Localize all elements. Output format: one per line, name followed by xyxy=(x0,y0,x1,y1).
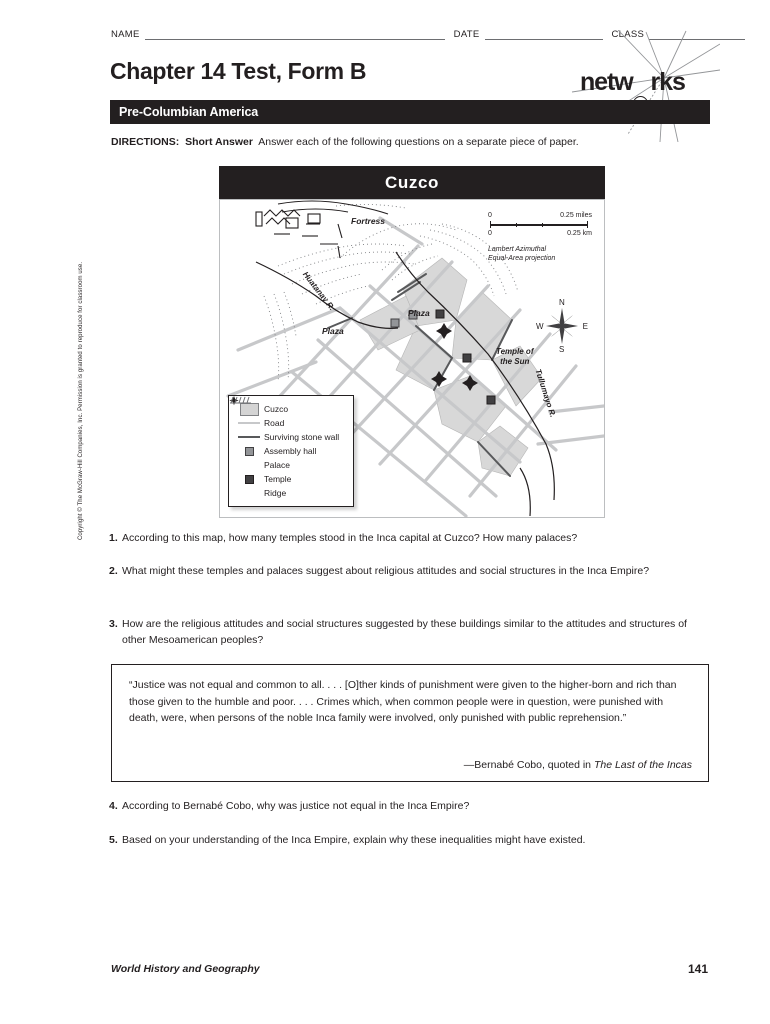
map-scale-bar: 0 0.25 miles 0 0.25 km xyxy=(488,212,592,237)
quote-attribution: —Bernabé Cobo, quoted in The Last of the… xyxy=(464,759,692,771)
class-label: CLASS xyxy=(611,29,645,40)
compass-rose-icon: N S W E xyxy=(536,298,588,354)
name-label: NAME xyxy=(111,29,140,40)
map-title-bar: Cuzco xyxy=(219,166,605,199)
legend-label: Road xyxy=(264,418,285,428)
scale-ruler xyxy=(488,220,592,229)
subtitle-text: Pre-Columbian America xyxy=(119,105,259,119)
scale-km-max: 0.25 km xyxy=(567,230,592,237)
quote-text: “Justice was not equal and common to all… xyxy=(129,679,677,724)
student-info-row: NAME DATE CLASS xyxy=(111,24,746,40)
temple-markers xyxy=(435,309,496,405)
name-input-line[interactable] xyxy=(144,28,445,40)
compass-west-label: W xyxy=(536,322,544,331)
compass-south-label: S xyxy=(559,345,565,354)
footer-page-number: 141 xyxy=(687,962,708,976)
directions-line: DIRECTIONS: Short Answer Answer each of … xyxy=(111,136,711,148)
legend-item-ridge: Ridge xyxy=(230,396,347,500)
question-number: 1. xyxy=(109,532,118,544)
class-input-line[interactable] xyxy=(649,28,746,40)
question-2: 2. What might these temples and palaces … xyxy=(109,564,702,580)
question-3: 3. How are the religious attitudes and s… xyxy=(109,617,702,648)
directions-type: Short Answer xyxy=(185,136,253,148)
assembly-hall-markers xyxy=(390,310,418,328)
legend-label: Temple xyxy=(264,474,292,484)
legend-item-cuzco: Cuzco xyxy=(234,402,347,416)
question-text: How are the religious attitudes and soci… xyxy=(122,618,687,646)
scale-miles-zero: 0 xyxy=(488,212,492,219)
question-number: 4. xyxy=(109,800,118,812)
question-number: 2. xyxy=(109,565,118,577)
map-artwork xyxy=(226,200,604,517)
legend-label: Palace xyxy=(264,460,290,470)
question-text: Based on your understanding of the Inca … xyxy=(122,834,586,846)
map-title-text: Cuzco xyxy=(385,172,439,192)
legend-item-assembly-hall: Assembly hall xyxy=(234,444,347,458)
date-label: DATE xyxy=(453,29,480,40)
legend-item-palace: Palace xyxy=(229,396,347,472)
palace-markers xyxy=(431,323,478,391)
directions-label: DIRECTIONS: xyxy=(111,136,180,148)
assembly-hall-marker-icon xyxy=(234,446,264,456)
logo-text-before: netw xyxy=(580,68,634,96)
quote-attribution-prefix: —Bernabé Cobo, quoted in xyxy=(463,759,594,771)
map-projection-note: Lambert Azimuthal Equal-Area projection xyxy=(488,246,556,262)
legend-label: Surviving stone wall xyxy=(264,432,340,442)
question-4: 4. According to Bernabé Cobo, why was ju… xyxy=(109,799,702,815)
date-input-line[interactable] xyxy=(484,28,603,40)
road-line-icon xyxy=(234,421,264,425)
logo-text-after: rks xyxy=(650,68,686,96)
compass-north-label: N xyxy=(559,298,565,307)
question-5: 5. Based on your understanding of the In… xyxy=(109,833,702,849)
page-title: Chapter 14 Test, Form B xyxy=(110,58,367,84)
legend-label: Assembly hall xyxy=(264,446,317,456)
map-legend: Cuzco Road Surviving stone wall Assembly… xyxy=(228,395,354,507)
question-text: What might these temples and palaces sug… xyxy=(122,565,650,577)
question-number: 5. xyxy=(109,834,118,846)
scale-miles-max: 0.25 miles xyxy=(560,212,592,219)
question-number: 3. xyxy=(109,618,118,630)
directions-text: Answer each of the following questions o… xyxy=(258,136,579,148)
footer-book-title: World History and Geography xyxy=(111,963,260,975)
legend-label: Ridge xyxy=(264,488,287,498)
question-text: According to Bernabé Cobo, why was justi… xyxy=(122,800,470,812)
question-1: 1. According to this map, how many templ… xyxy=(109,531,702,547)
copyright-notice: Copyright © The McGraw-Hill Companies, I… xyxy=(78,261,84,540)
temple-marker-icon xyxy=(234,474,264,484)
cuzco-map-figure: Cuzco xyxy=(219,166,605,518)
primary-source-quote-box: “Justice was not equal and common to all… xyxy=(111,664,709,782)
legend-item-stone-wall: Surviving stone wall xyxy=(234,430,347,444)
legend-label: Cuzco xyxy=(264,404,289,414)
subtitle-bar: Pre-Columbian America xyxy=(110,100,710,124)
scale-km-zero: 0 xyxy=(488,230,492,237)
question-text: According to this map, how many temples … xyxy=(122,532,578,544)
legend-item-temple: Temple xyxy=(234,472,347,486)
legend-item-road: Road xyxy=(234,416,347,430)
wall-line-icon xyxy=(234,436,264,438)
compass-east-label: E xyxy=(582,322,588,331)
quote-source-title: The Last of the Incas xyxy=(593,759,692,771)
map-canvas: 0 0.25 miles 0 0.25 km Lambert Azimuthal… xyxy=(219,199,605,518)
